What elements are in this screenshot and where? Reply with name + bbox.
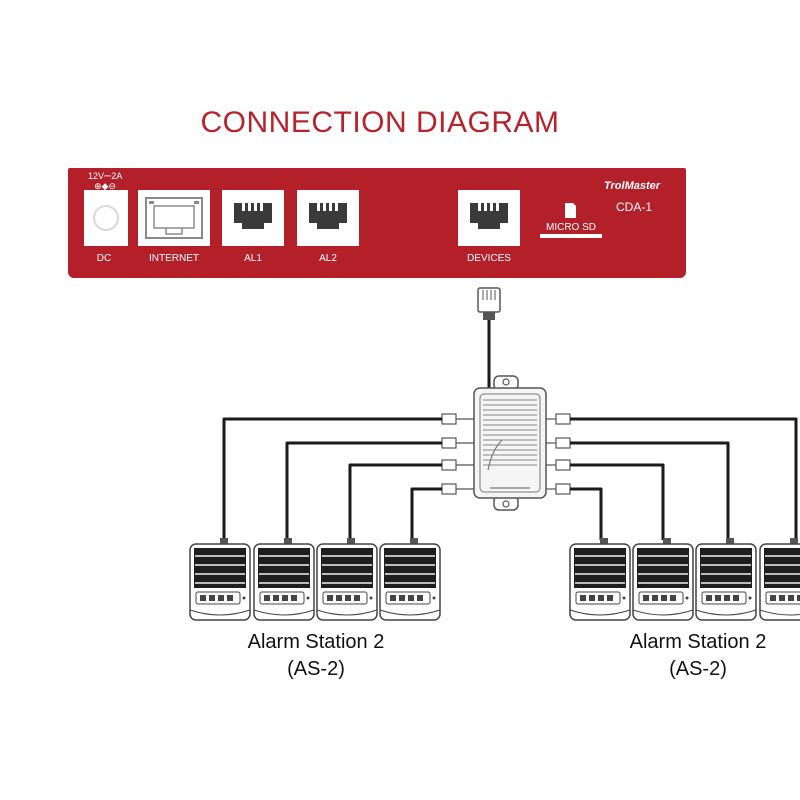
- diagram-title: CONNECTION DIAGRAM: [200, 106, 560, 139]
- alarm-station-unit: [569, 538, 631, 621]
- alarm-station-units: [189, 538, 800, 621]
- al2-port-icon: [297, 190, 359, 246]
- station-group-right-caption: Alarm Station 2 (AS-2): [588, 629, 800, 683]
- dc-port-icon: [84, 190, 128, 246]
- splitter-right-ports: [555, 413, 571, 495]
- internet-port-label: INTERNET: [149, 253, 199, 264]
- splitter-right-port-stubs: [546, 418, 556, 490]
- power-rating-label: 12V⎓2A ⊕◆⊖: [88, 171, 122, 191]
- alarm-station-unit: [759, 538, 800, 621]
- al1-port-label: AL1: [244, 253, 262, 264]
- splitter-left-ports: [441, 413, 457, 495]
- station-group-right-code: (AS-2): [669, 658, 727, 680]
- splitter-left-port-stubs: [456, 418, 474, 490]
- station-cables: [222, 417, 798, 540]
- power-rating-value: 12V⎓2A: [88, 171, 123, 181]
- al1-port-icon: [222, 190, 284, 246]
- dc-port-label: DC: [96, 253, 112, 264]
- al2-port-label: AL2: [319, 253, 337, 264]
- station-group-right-name: Alarm Station 2: [629, 631, 767, 653]
- devices-port-icon: [458, 190, 520, 246]
- splitter-hub-icon: [473, 375, 547, 511]
- micro-sd-label: MICRO SD: [546, 222, 596, 233]
- station-group-left-code: (AS-2): [287, 658, 345, 680]
- brand-logo: TrolMaster: [604, 180, 661, 192]
- power-polarity-symbol: ⊕◆⊖: [94, 181, 117, 191]
- ethernet-port-icon: [138, 190, 210, 246]
- rj-plug-icon: [477, 287, 501, 320]
- alarm-station-unit: [695, 538, 757, 621]
- model-label: CDA-1: [616, 200, 653, 214]
- devices-port-label: DEVICES: [467, 253, 511, 264]
- alarm-station-unit: [632, 538, 694, 621]
- alarm-station-unit: [253, 538, 315, 621]
- micro-sd-slot-icon: [540, 203, 602, 238]
- station-group-left-name: Alarm Station 2: [247, 631, 385, 653]
- alarm-station-unit: [379, 538, 441, 621]
- station-group-left-caption: Alarm Station 2 (AS-2): [206, 629, 426, 683]
- alarm-station-unit: [316, 538, 378, 621]
- alarm-station-unit: [189, 538, 251, 621]
